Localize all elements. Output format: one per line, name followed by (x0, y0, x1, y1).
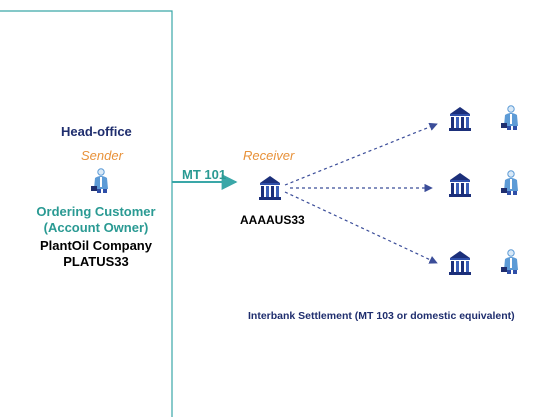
beneficiary-bank-icon-1 (449, 107, 471, 131)
account-owner-label: (Account Owner) (43, 220, 149, 235)
beneficiary-person-icon-3 (500, 249, 519, 275)
head-office-boundary (0, 10, 173, 417)
message-type-label: MT 101 (182, 167, 227, 182)
beneficiary-bank-icon-3 (449, 251, 471, 275)
ordering-customer-label: Ordering Customer (36, 204, 156, 219)
receiver-bank-icon (259, 176, 281, 200)
beneficiary-bank-icon-2 (449, 173, 471, 197)
receiver-bic: AAAAUS33 (240, 213, 305, 227)
sender-label: Sender (81, 148, 123, 163)
company-bic: PLATUS33 (63, 254, 129, 269)
head-office-label: Head-office (61, 124, 132, 139)
company-name: PlantOil Company (40, 238, 152, 253)
settlement-arrow-top (284, 122, 438, 186)
beneficiary-person-icon-1 (500, 105, 519, 131)
settlement-arrow-bottom (284, 191, 438, 264)
beneficiary-person-icon-2 (500, 170, 519, 196)
settlement-note: Interbank Settlement (MT 103 or domestic… (248, 310, 515, 322)
sender-person-icon (90, 168, 109, 194)
receiver-label: Receiver (243, 148, 295, 163)
